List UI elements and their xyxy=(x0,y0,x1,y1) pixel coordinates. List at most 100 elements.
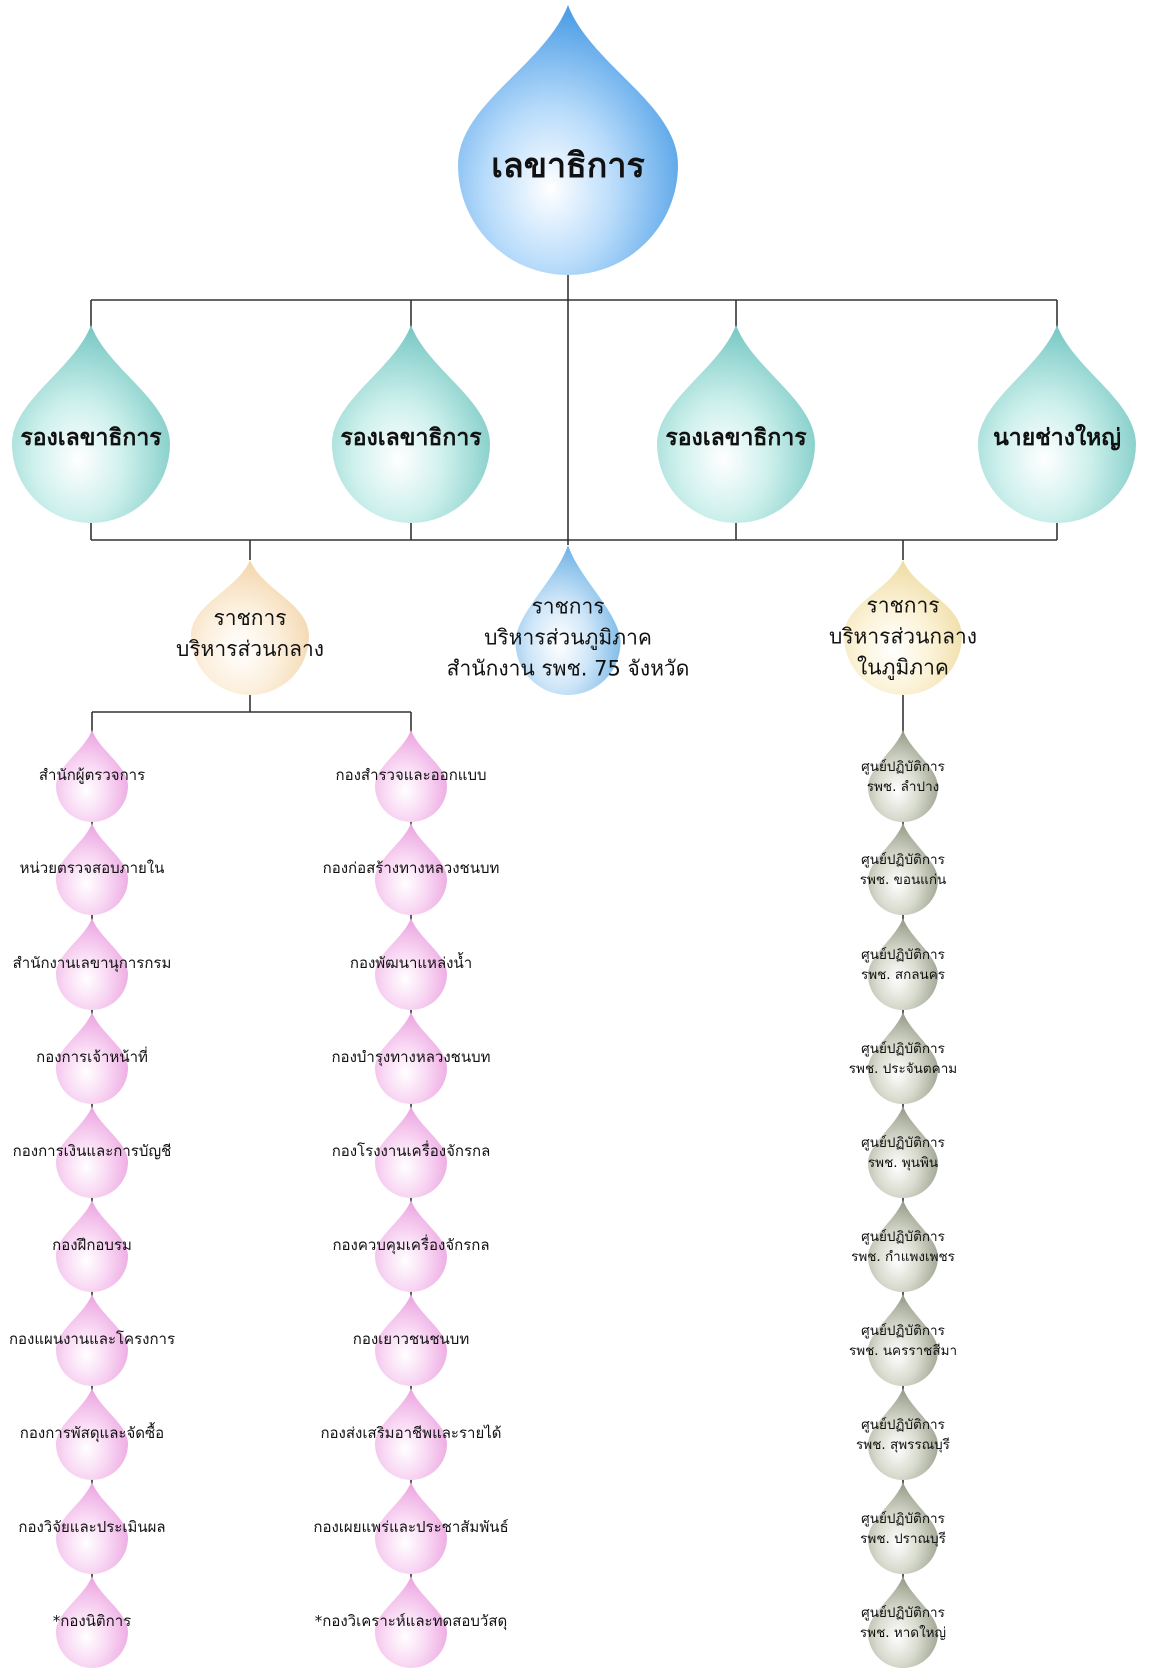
center-drop-10 xyxy=(868,1576,938,1668)
center-7-text: รพช. นครราชสีมา xyxy=(848,1343,958,1359)
center-drop-4 xyxy=(868,1012,938,1104)
left-unit-10-text: *กองนิติการ xyxy=(52,1612,132,1630)
group-central-in-region-label-text: ในภูมิภาค xyxy=(857,655,949,680)
center-7: ศูนย์ปฏิบัติการรพช. นครราชสีมา xyxy=(849,1321,957,1361)
left-unit-6: กองฝึกอบรม xyxy=(52,1233,132,1257)
group-central-label-text: ราชการ xyxy=(213,606,287,630)
right-unit-drop-9 xyxy=(375,1482,447,1574)
top-label: เลขาธิการ xyxy=(491,138,644,192)
center-6: ศูนย์ปฏิบัติการรพช. กำแพงเพชร xyxy=(851,1227,955,1267)
group-regional-label-text: ราชการ xyxy=(531,594,605,619)
center-9-text: ศูนย์ปฏิบัติการ xyxy=(861,1511,945,1527)
left-unit-drop-2 xyxy=(56,823,128,915)
left-unit-drop-9 xyxy=(56,1482,128,1574)
right-unit-drop-5 xyxy=(375,1106,447,1198)
right-unit-10-text: *กองวิเคราะห์และทดสอบวัสดุ xyxy=(314,1612,508,1630)
center-7-text: ศูนย์ปฏิบัติการ xyxy=(861,1323,945,1339)
center-drop-6 xyxy=(868,1200,938,1292)
center-4: ศูนย์ปฏิบัติการรพช. ประจันตคาม xyxy=(849,1039,957,1079)
deputy-label-3-text: รองเลขาธิการ xyxy=(665,425,807,451)
group-central-in-region-label-text: ราชการ xyxy=(866,593,940,618)
group-regional-drop xyxy=(515,545,621,695)
group-regional-label-text: บริหารส่วนภูมิภาค xyxy=(484,625,652,650)
center-3-text: รพช. สกลนคร xyxy=(860,967,946,983)
left-unit-drop-5 xyxy=(56,1106,128,1198)
right-unit-8: กองส่งเสริมอาชีพและรายได้ xyxy=(320,1421,501,1445)
center-1-text: รพช. ลำปาง xyxy=(866,779,940,795)
group-central-label: ราชการบริหารส่วนกลาง xyxy=(176,603,324,665)
left-unit-5: กองการเงินและการบัญชี xyxy=(13,1139,172,1163)
center-10-text: รพช. หาดใหญ่ xyxy=(859,1625,947,1641)
right-unit-drop-8 xyxy=(375,1388,447,1480)
left-unit-drop-7 xyxy=(56,1294,128,1386)
right-unit-drop-3 xyxy=(375,918,447,1010)
right-unit-drop-1 xyxy=(375,730,447,822)
group-central-in-region-label-text: บริหารส่วนกลาง xyxy=(828,624,978,649)
right-unit-9-text: กองเผยแพร่และประชาสัมพันธ์ xyxy=(313,1518,509,1536)
center-4-text: ศูนย์ปฏิบัติการ xyxy=(861,1041,945,1057)
left-unit-3-text: สำนักงานเลขานุการกรม xyxy=(12,954,172,972)
center-drop-8 xyxy=(868,1388,938,1480)
left-unit-4: กองการเจ้าหน้าที่ xyxy=(36,1045,148,1069)
center-5: ศูนย์ปฏิบัติการรพช. พุนพิน xyxy=(861,1133,945,1173)
left-unit-2-text: หน่วยตรวจสอบภายใน xyxy=(19,859,165,877)
group-central-in-region-label: ราชการบริหารส่วนกลางในภูมิภาค xyxy=(829,591,977,684)
left-unit-1: สำนักผู้ตรวจการ xyxy=(39,763,145,787)
deputy-label-1-text: รองเลขาธิการ xyxy=(20,425,162,451)
center-2: ศูนย์ปฏิบัติการรพช. ขอนแก่น xyxy=(860,850,947,890)
deputy-label-1: รองเลขาธิการ xyxy=(20,420,161,456)
deputy-label-2-text: รองเลขาธิการ xyxy=(340,425,482,451)
deputy-drop-3 xyxy=(657,325,815,523)
deputy-label-4: นายช่างใหญ่ xyxy=(993,420,1121,456)
left-unit-7-text: กองแผนงานและโครงการ xyxy=(8,1330,176,1348)
center-6-text: ศูนย์ปฏิบัติการ xyxy=(861,1229,945,1245)
center-8-text: รพช. สุพรรณบุรี xyxy=(856,1437,950,1453)
left-unit-5-text: กองการเงินและการบัญชี xyxy=(12,1142,172,1160)
right-unit-drop-4 xyxy=(375,1012,447,1104)
right-unit-8-text: กองส่งเสริมอาชีพและรายได้ xyxy=(320,1424,502,1442)
group-central-drop xyxy=(191,560,309,695)
right-unit-drop-6 xyxy=(375,1200,447,1292)
left-unit-4-text: กองการเจ้าหน้าที่ xyxy=(36,1048,148,1066)
deputy-drop-1 xyxy=(12,325,170,523)
center-drop-1 xyxy=(868,730,938,822)
center-8: ศูนย์ปฏิบัติการรพช. สุพรรณบุรี xyxy=(856,1415,950,1455)
deputy-label-4-text: นายช่างใหญ่ xyxy=(993,425,1121,451)
center-6-text: รพช. กำแพงเพชร xyxy=(851,1249,955,1265)
center-9-text: รพช. ปราณบุรี xyxy=(860,1531,946,1547)
group-regional-label: ราชการบริหารส่วนภูมิภาคสำนักงาน รพช. 75 … xyxy=(447,592,690,685)
right-unit-1: กองสำรวจและออกแบบ xyxy=(336,763,487,787)
group-central-label-text: บริหารส่วนกลาง xyxy=(175,637,325,661)
left-unit-drop-4 xyxy=(56,1012,128,1104)
left-unit-10: *กองนิติการ xyxy=(53,1609,131,1633)
center-5-text: ศูนย์ปฏิบัติการ xyxy=(861,1135,945,1151)
center-4-text: รพช. ประจันตคาม xyxy=(848,1061,958,1077)
right-unit-6-text: กองควบคุมเครื่องจักรกล xyxy=(332,1236,490,1254)
right-unit-3: กองพัฒนาแหล่งน้ำ xyxy=(350,951,472,975)
right-unit-7: กองเยาวชนชนบท xyxy=(353,1327,469,1351)
right-unit-5: กองโรงงานเครื่องจักรกล xyxy=(332,1139,491,1163)
right-unit-7-text: กองเยาวชนชนบท xyxy=(352,1330,470,1348)
deputy-label-3: รองเลขาธิการ xyxy=(665,420,806,456)
left-unit-1-text: สำนักผู้ตรวจการ xyxy=(38,766,146,784)
center-9: ศูนย์ปฏิบัติการรพช. ปราณบุรี xyxy=(860,1509,946,1549)
center-5-text: รพช. พุนพิน xyxy=(867,1155,939,1171)
center-3-text: ศูนย์ปฏิบัติการ xyxy=(861,947,945,963)
right-unit-5-text: กองโรงงานเครื่องจักรกล xyxy=(331,1142,491,1160)
right-unit-drop-7 xyxy=(375,1294,447,1386)
left-unit-drop-3 xyxy=(56,918,128,1010)
left-unit-9: กองวิจัยและประเมินผล xyxy=(18,1515,165,1539)
right-unit-drop-2 xyxy=(375,823,447,915)
center-drop-7 xyxy=(868,1294,938,1386)
right-unit-1-text: กองสำรวจและออกแบบ xyxy=(335,766,487,784)
center-drop-5 xyxy=(868,1106,938,1198)
left-unit-9-text: กองวิจัยและประเมินผล xyxy=(18,1518,166,1536)
right-unit-2-text: กองก่อสร้างทางหลวงชนบท xyxy=(322,859,500,877)
center-2-text: รพช. ขอนแก่น xyxy=(859,872,947,888)
left-unit-3: สำนักงานเลขานุการกรม xyxy=(13,951,172,975)
center-2-text: ศูนย์ปฏิบัติการ xyxy=(861,852,945,868)
deputy-drop-2 xyxy=(332,325,490,523)
left-unit-drop-8 xyxy=(56,1388,128,1480)
right-unit-10: *กองวิเคราะห์และทดสอบวัสดุ xyxy=(315,1609,507,1633)
left-unit-2: หน่วยตรวจสอบภายใน xyxy=(20,856,165,880)
